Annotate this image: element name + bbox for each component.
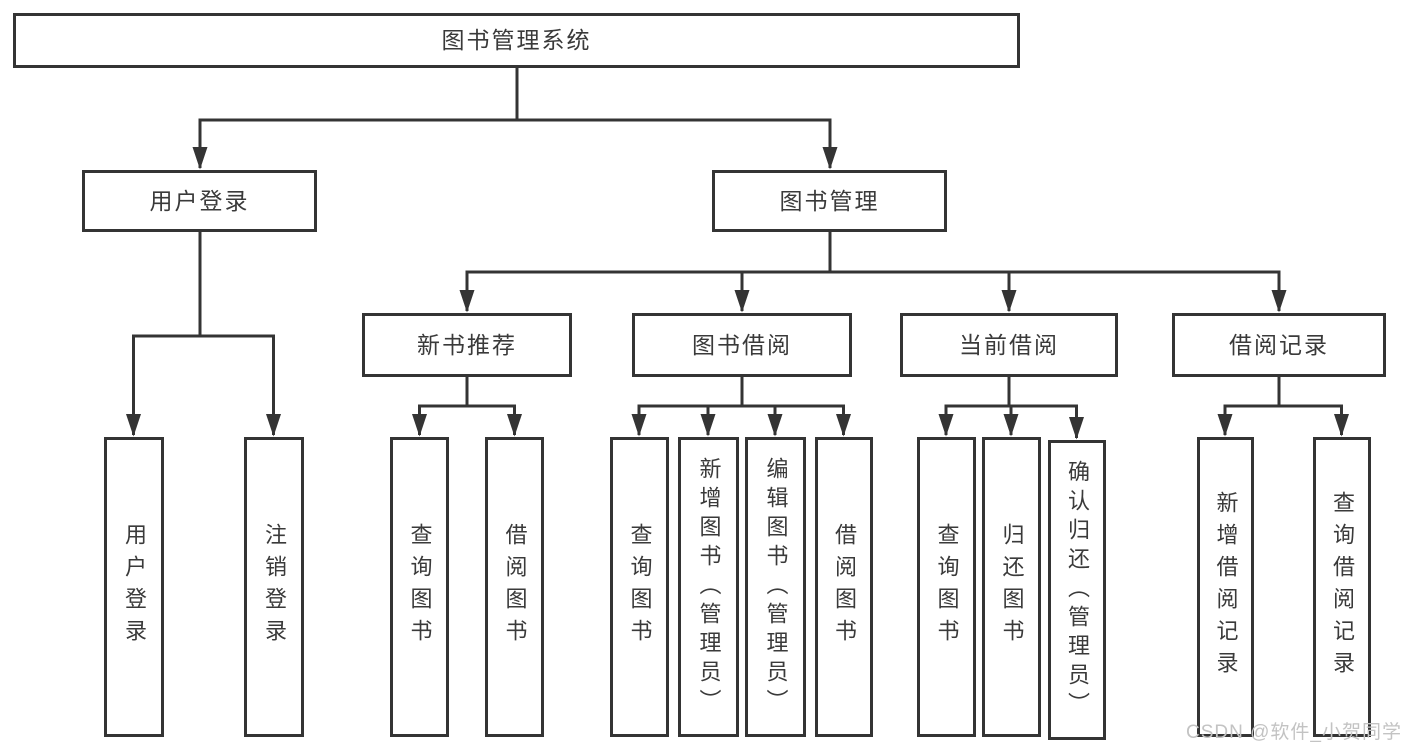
- leaf-borrow-add-books-admin: 新增图书（管理员）: [678, 437, 739, 737]
- node-book-borrow: 图书借阅: [632, 313, 852, 377]
- leaf-records-query-borrow-record: 查询借阅记录: [1313, 437, 1371, 737]
- leaf-current-query-books: 查询图书: [917, 437, 976, 737]
- leaf-current-return-books: 归还图书: [982, 437, 1041, 737]
- csdn-watermark: CSDN @软件_小贺同学: [1186, 722, 1402, 743]
- leaf-borrow-query-books: 查询图书: [610, 437, 669, 737]
- node-new-book-recommend: 新书推荐: [362, 313, 572, 377]
- node-borrow-records: 借阅记录: [1172, 313, 1386, 377]
- node-user-login: 用户登录: [82, 170, 317, 232]
- node-book-management: 图书管理: [712, 170, 947, 232]
- leaf-borrow-edit-books-admin: 编辑图书（管理员）: [745, 437, 806, 737]
- leaf-borrow-borrow-books: 借阅图书: [815, 437, 873, 737]
- node-library-management-system: 图书管理系统: [13, 13, 1020, 68]
- leaf-recommend-query-books: 查询图书: [390, 437, 449, 737]
- leaf-records-add-borrow-record: 新增借阅记录: [1197, 437, 1254, 737]
- leaf-logout-login: 注销登录: [244, 437, 304, 737]
- leaf-recommend-borrow-books: 借阅图书: [485, 437, 544, 737]
- node-current-borrow: 当前借阅: [900, 313, 1118, 377]
- leaf-user-login: 用户登录: [104, 437, 164, 737]
- leaf-current-confirm-return-admin: 确认归还（管理员）: [1048, 440, 1106, 740]
